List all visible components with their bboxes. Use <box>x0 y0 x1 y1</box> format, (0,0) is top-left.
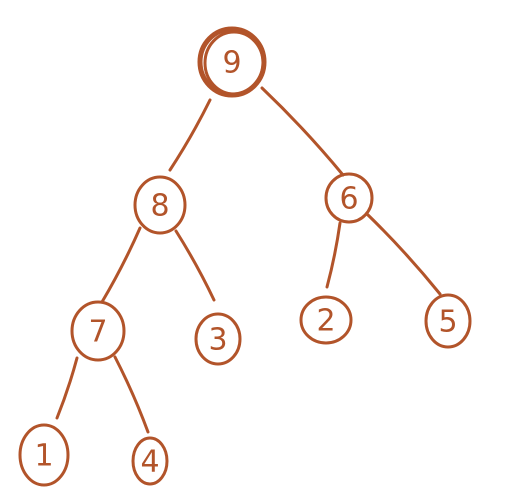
node-label: 2 <box>316 304 335 339</box>
tree-node-2: 2 <box>299 295 353 345</box>
node-label: 5 <box>438 305 457 340</box>
edge-9-8 <box>168 98 212 172</box>
node-label: 7 <box>88 315 107 350</box>
node-circle <box>133 175 187 235</box>
node-label: 3 <box>208 323 227 358</box>
node-circle <box>424 293 472 349</box>
node-circle <box>70 300 126 362</box>
edge-8-7 <box>100 226 142 304</box>
node-label: 8 <box>150 189 169 224</box>
nodes-layer: 9 8 6 7 3 2 5 1 4 <box>18 26 472 487</box>
node-circle <box>324 172 374 224</box>
tree-node-1: 1 <box>18 423 70 487</box>
tree-node-4: 4 <box>131 436 169 486</box>
node-label: 1 <box>34 439 53 474</box>
node-circle <box>131 436 169 486</box>
edge-9-6 <box>260 86 345 177</box>
edge-6-2 <box>325 221 342 289</box>
node-circle <box>18 423 70 487</box>
tree-node-5: 5 <box>424 293 472 349</box>
edge-8-3 <box>174 229 216 302</box>
node-circle-inner <box>203 30 265 96</box>
edge-7-4 <box>113 355 150 434</box>
edges-layer <box>55 86 442 434</box>
tree-node-9: 9 <box>197 26 267 98</box>
tree-node-3: 3 <box>194 312 242 366</box>
edge-6-5 <box>365 212 442 296</box>
tree-node-6: 6 <box>324 172 374 224</box>
tree-node-7: 7 <box>70 300 126 362</box>
tree-node-8: 8 <box>133 175 187 235</box>
edge-7-1 <box>55 356 79 420</box>
node-circle <box>299 295 353 345</box>
node-label: 9 <box>222 46 241 81</box>
node-label: 6 <box>339 182 358 217</box>
node-label: 4 <box>140 445 159 480</box>
node-circle <box>194 312 242 366</box>
